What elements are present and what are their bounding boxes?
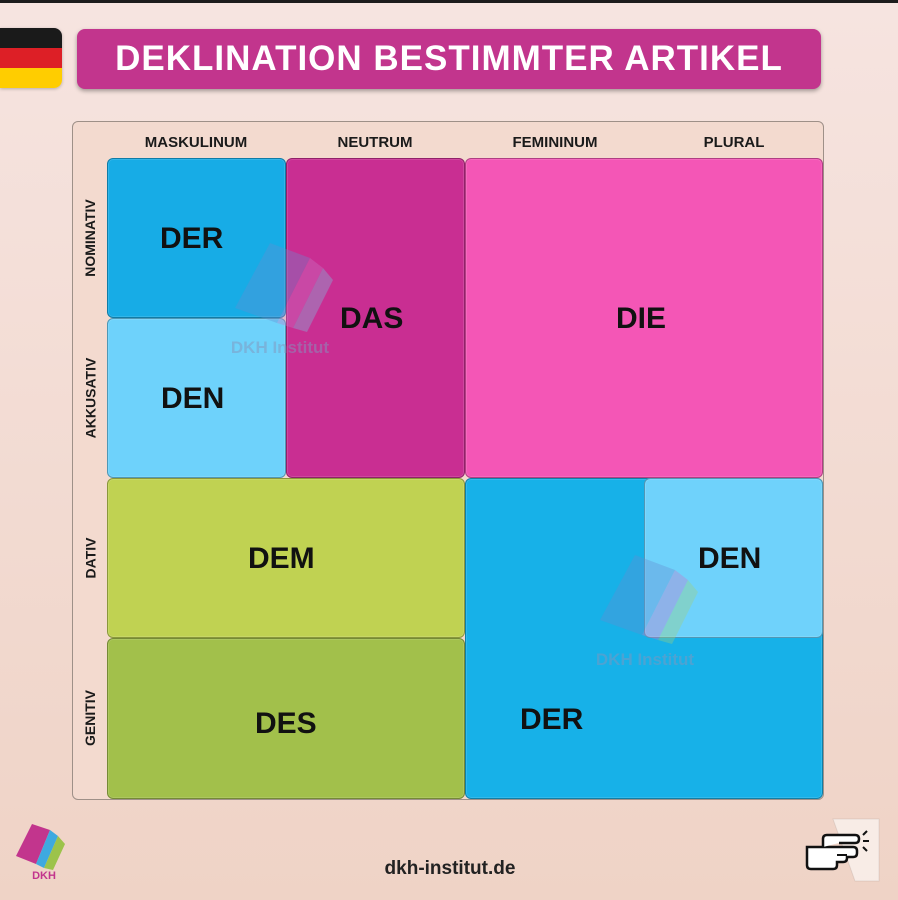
- article-des-genitiv: DES: [255, 707, 317, 740]
- column-header-plural: PLURAL: [703, 134, 765, 151]
- watermark-text: DKH Institut: [230, 338, 330, 357]
- cell-maskulinum-nominativ: [107, 158, 286, 318]
- article-die: DIE: [616, 302, 667, 335]
- article-den-maskulinum-akkusativ: DEN: [161, 382, 225, 415]
- cell-maskulinum-akkusativ: [107, 318, 286, 478]
- column-header-neutrum: NEUTRUM: [337, 134, 413, 151]
- article-das-neutrum: DAS: [340, 302, 404, 335]
- column-header-maskulinum: MASKULINUM: [144, 134, 248, 151]
- logo-text: DKH: [32, 870, 56, 882]
- row-header-nominativ: NOMINATIV: [79, 158, 101, 318]
- row-header-genitiv: GENITIV: [79, 638, 101, 798]
- page-title: DEKLINATION BESTIMMTER ARTIKEL: [115, 39, 783, 78]
- cell-plural-dativ: [644, 478, 823, 638]
- cell-femininum-plural-nominativ-akkusativ: [465, 158, 823, 478]
- row-label-nominativ: NOMINATIV: [82, 199, 99, 277]
- article-den-plural-dativ: DEN: [698, 542, 762, 575]
- row-label-dativ: DATIV: [82, 537, 98, 579]
- watermark-logo: DKH Institut: [580, 540, 710, 670]
- article-der-femininum: DER: [520, 703, 584, 736]
- article-der-maskulinum-nominativ: DER: [160, 222, 224, 255]
- row-label-akkusativ: AKKUSATIV: [82, 357, 99, 439]
- watermark-book-icon: [235, 243, 333, 332]
- row-header-dativ: DATIV: [79, 478, 101, 638]
- article-dem-dativ: DEM: [248, 542, 315, 575]
- pointing-hand-icon: [803, 815, 883, 885]
- cell-neutrum-nominativ-akkusativ: [286, 158, 465, 478]
- cell-maskulinum-neutrum-dativ: [107, 478, 465, 638]
- watermark-book-icon: [600, 555, 698, 644]
- top-border-line: [0, 0, 898, 3]
- column-header-femininum: FEMININUM: [512, 134, 598, 151]
- website-url[interactable]: dkh-institut.de: [384, 858, 516, 879]
- germany-flag-icon: [0, 28, 62, 88]
- dkh-book-icon: [16, 824, 65, 870]
- row-header-akkusativ: AKKUSATIV: [79, 318, 101, 478]
- cell-maskulinum-neutrum-genitiv: [107, 638, 465, 799]
- watermark-logo: DKH Institut: [215, 228, 345, 358]
- dkh-logo-icon: DKH: [10, 818, 80, 888]
- title-banner: DEKLINATION BESTIMMTER ARTIKEL: [77, 29, 821, 89]
- row-label-genitiv: GENITIV: [82, 689, 99, 747]
- watermark-text: DKH Institut: [595, 650, 695, 669]
